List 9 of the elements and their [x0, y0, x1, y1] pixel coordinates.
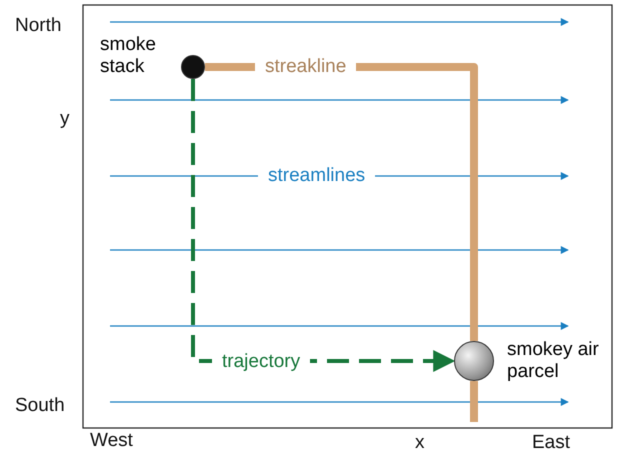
axis-label: North: [15, 15, 62, 37]
axis-label: South: [15, 395, 65, 417]
node-caption: smokey air parcel: [507, 339, 600, 383]
edge-label: trajectory: [212, 351, 310, 373]
node-caption: smoke stack: [100, 34, 157, 78]
axis-label: East: [532, 432, 570, 454]
axis-label: x: [415, 432, 424, 454]
axis-label: y: [60, 108, 70, 130]
axis-label: West: [90, 430, 133, 452]
